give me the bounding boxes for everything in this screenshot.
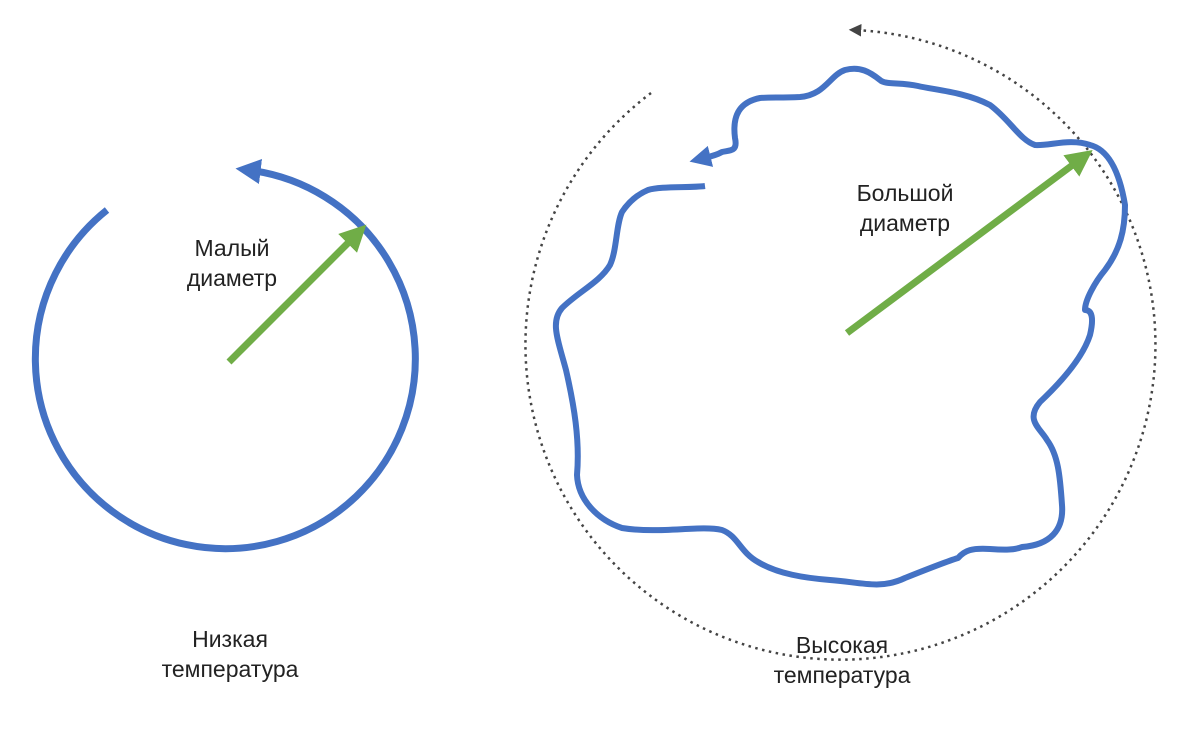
high-temperature-line-1: Высокая xyxy=(795,632,889,658)
small-diameter-line-1: Малый xyxy=(194,235,270,261)
low-temperature-line-1: Низкая xyxy=(192,626,268,652)
small-diameter-line-2: диаметр xyxy=(186,265,278,291)
small-radius-arrow xyxy=(226,224,367,365)
small-circular-path xyxy=(31,159,419,553)
low-temperature-line-2: температура xyxy=(161,656,299,682)
small-diameter-label: Малый диаметр xyxy=(172,233,292,293)
high-temperature-figure xyxy=(524,24,1157,661)
dotted-reference-circle xyxy=(524,24,1157,661)
wavy-path xyxy=(552,65,1128,588)
high-temperature-label: Высокая температура xyxy=(742,630,942,690)
large-diameter-label: Большой диаметр xyxy=(830,178,980,238)
large-diameter-line-1: Большой xyxy=(856,180,954,206)
low-temperature-label: Низкая температура xyxy=(120,624,340,684)
low-temperature-figure xyxy=(31,159,419,553)
high-temperature-line-2: температура xyxy=(773,662,911,688)
large-diameter-line-2: диаметр xyxy=(859,210,951,236)
large-radius-arrow xyxy=(844,150,1093,336)
